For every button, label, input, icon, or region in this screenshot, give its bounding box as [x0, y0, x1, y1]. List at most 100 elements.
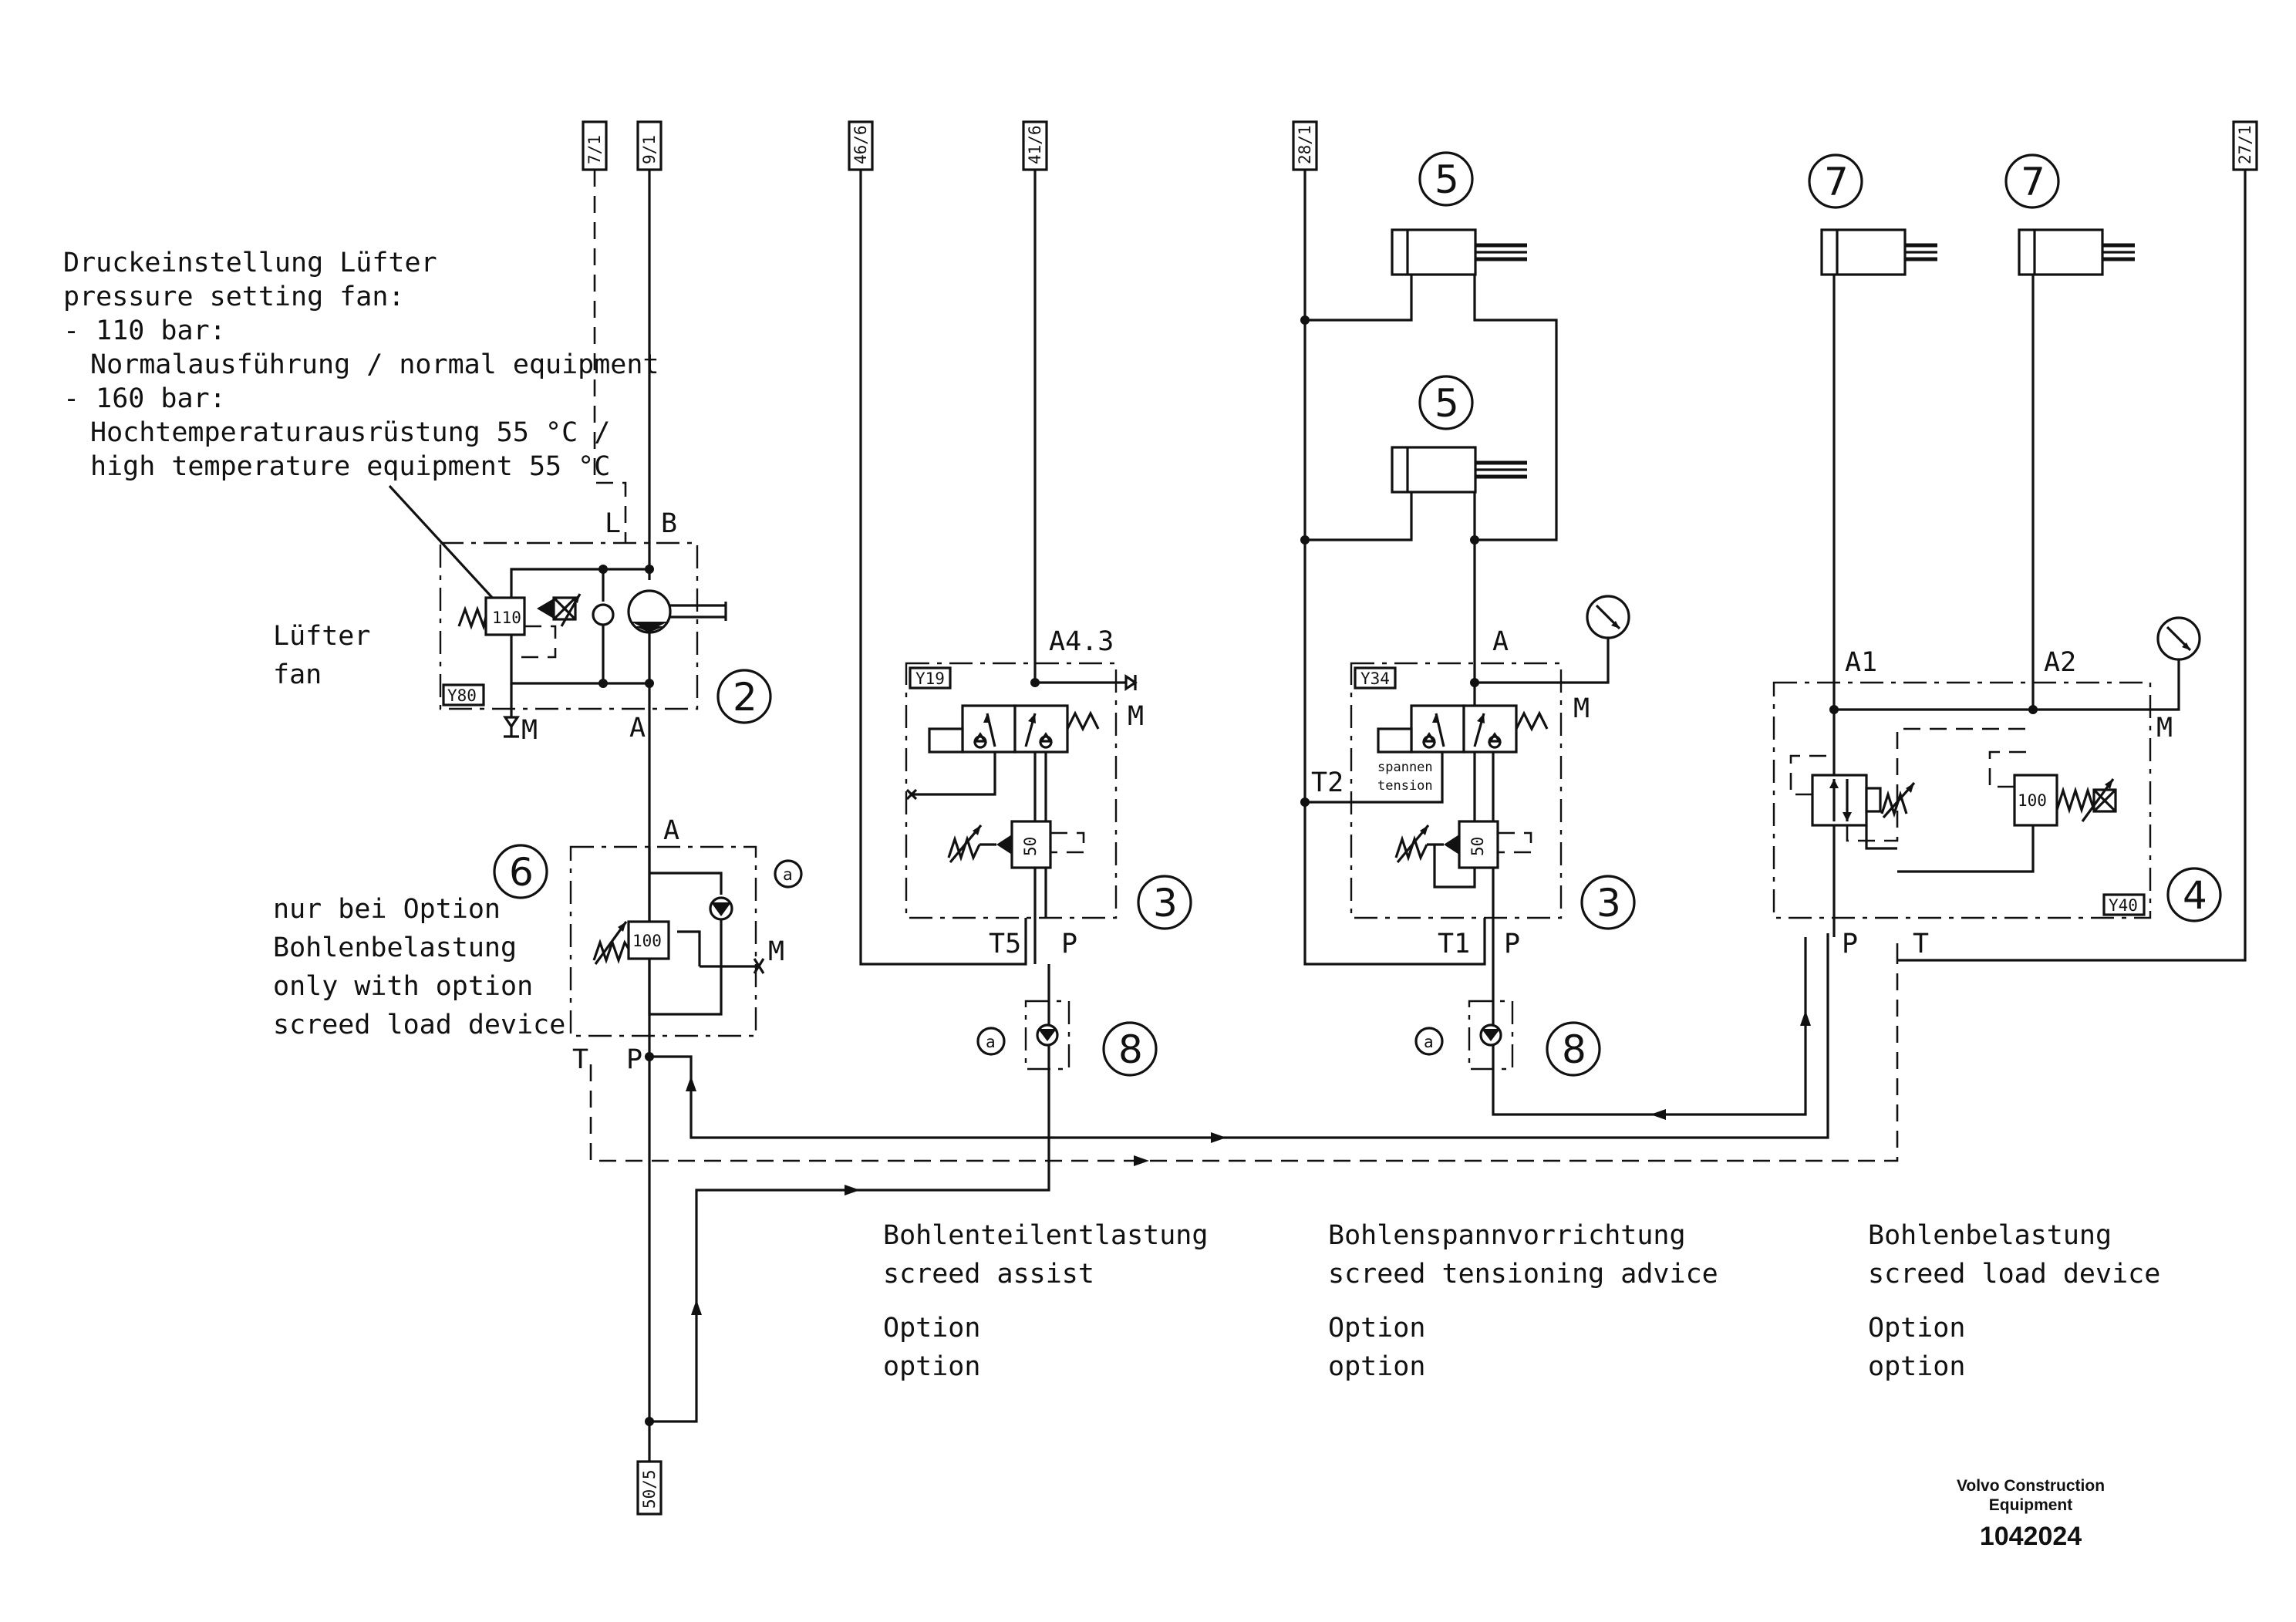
check-valve-8-tension: a 8	[1414, 1000, 1601, 1077]
svg-text:Druckeinstellung Lüfter: Druckeinstellung Lüfter	[63, 248, 437, 278]
svg-text:Bohlenspannvorrichtung: Bohlenspannvorrichtung	[1328, 1220, 1686, 1251]
svg-text:M: M	[768, 936, 784, 967]
line-ref-27-1: 27/1	[2232, 120, 2258, 171]
svg-text:27/1: 27/1	[2236, 125, 2254, 164]
svg-text:fan: fan	[273, 659, 322, 690]
svg-text:41/6: 41/6	[1026, 125, 1044, 164]
svg-text:nur bei Option: nur bei Option	[273, 894, 501, 925]
svg-text:A: A	[629, 713, 646, 744]
doc-number: 1042024	[1980, 1522, 2082, 1551]
svg-text:Bohlenbelastung: Bohlenbelastung	[1868, 1220, 2112, 1251]
screed-tension-valve: A M Y34 spannen tension T2 50	[1305, 595, 1630, 1080]
svg-text:screed load device: screed load device	[273, 1010, 565, 1040]
line-ref-9-1: 9/1	[636, 120, 663, 171]
pressure-setting-note: Druckeinstellung Lüfter pressure setting…	[63, 248, 659, 603]
svg-text:Option: Option	[1328, 1313, 1425, 1344]
svg-text:50/5: 50/5	[640, 1469, 659, 1509]
svg-text:only with option: only with option	[273, 971, 533, 1002]
svg-text:A: A	[1492, 626, 1509, 657]
svg-text:screed load device: screed load device	[1868, 1259, 2160, 1290]
svg-text:a: a	[1424, 1033, 1434, 1051]
component-6: 6	[493, 844, 548, 899]
svg-text:Hochtemperaturausrüstung 55 °C: Hochtemperaturausrüstung 55 °C /	[90, 417, 610, 448]
line-ref-50-5: 50/5	[636, 1460, 663, 1516]
svg-text:B: B	[661, 508, 677, 539]
svg-text:high temperature equipment 55: high temperature equipment 55 °C	[90, 451, 610, 482]
svg-text:- 160 bar:: - 160 bar:	[63, 383, 226, 414]
component-3-assist: 3	[1137, 875, 1192, 930]
svg-text:Normalausführung / normal equi: Normalausführung / normal equipment	[90, 349, 659, 380]
component-7-right: 7	[2004, 153, 2060, 209]
svg-text:M: M	[1128, 701, 1144, 732]
caption-screed-tension: Bohlenspannvorrichtung screed tensioning…	[1328, 1220, 1718, 1382]
svg-text:5: 5	[1435, 157, 1459, 202]
component-4: 4	[2166, 867, 2222, 922]
svg-text:Equipment: Equipment	[1989, 1496, 2073, 1514]
svg-text:T: T	[1913, 929, 1929, 959]
svg-text:A: A	[663, 815, 679, 846]
svg-text:46/6: 46/6	[851, 125, 870, 164]
footer-brand: Volvo Construction Equipment 1042024	[1957, 1477, 2105, 1551]
svg-text:Option: Option	[1868, 1313, 1965, 1344]
marker-a: a	[774, 859, 803, 889]
load-cylinders	[1820, 228, 2135, 787]
svg-text:Y34: Y34	[1360, 669, 1390, 688]
svg-text:T: T	[572, 1044, 588, 1075]
svg-text:50: 50	[1021, 837, 1040, 856]
svg-text:Y19: Y19	[915, 669, 945, 688]
svg-text:L: L	[605, 508, 621, 539]
check-valve-8-assist: a 8	[976, 964, 1158, 1080]
screed-load-valve: A1 A2 M 100 Y40 P	[1772, 616, 2201, 959]
svg-text:spannen: spannen	[1377, 760, 1433, 775]
screed-assist-valve: A4.3 M Y19 50	[859, 170, 1144, 966]
svg-text:T5: T5	[989, 929, 1021, 959]
tension-cylinders	[1300, 170, 1558, 966]
svg-text:P: P	[1842, 929, 1858, 959]
svg-text:Lüfter: Lüfter	[273, 621, 370, 652]
svg-text:M: M	[1573, 693, 1590, 724]
svg-text:Bohlenteilentlastung: Bohlenteilentlastung	[883, 1220, 1208, 1251]
component-7-left: 7	[1808, 153, 1863, 209]
svg-text:A2: A2	[2044, 647, 2076, 678]
svg-text:M: M	[2156, 713, 2173, 744]
svg-text:100: 100	[2018, 791, 2047, 810]
screed-load-option-valve: A 100 M T P a	[569, 815, 803, 1075]
svg-text:T1: T1	[1438, 929, 1470, 959]
svg-text:M: M	[521, 715, 538, 746]
fan-motor-block: L B 110	[439, 170, 727, 746]
line-ref-7-1: 7/1	[582, 120, 608, 171]
svg-text:110: 110	[492, 609, 521, 627]
line-ref-28-1: 28/1	[1292, 120, 1318, 171]
svg-text:screed assist: screed assist	[883, 1259, 1094, 1290]
component-3-tension: 3	[1580, 875, 1636, 930]
distribution-lines	[589, 170, 2247, 1426]
svg-text:4: 4	[2183, 873, 2207, 918]
svg-text:6: 6	[509, 850, 534, 895]
svg-text:option: option	[1868, 1351, 1965, 1382]
svg-text:a: a	[783, 865, 793, 884]
svg-text:100: 100	[632, 932, 662, 950]
svg-text:50: 50	[1468, 837, 1487, 856]
svg-text:a: a	[986, 1033, 996, 1051]
svg-text:option: option	[1328, 1351, 1425, 1382]
svg-text:7: 7	[2021, 160, 2045, 204]
svg-text:7: 7	[1824, 160, 1849, 204]
svg-text:3: 3	[1153, 881, 1178, 926]
svg-text:option: option	[883, 1351, 980, 1382]
component-5-upper: 5	[1418, 151, 1474, 207]
svg-text:P: P	[1504, 929, 1520, 959]
svg-text:Volvo Construction: Volvo Construction	[1957, 1477, 2105, 1495]
line-ref-41-6: 41/6	[1022, 120, 1048, 171]
svg-text:8: 8	[1118, 1027, 1143, 1072]
component-5-lower: 5	[1418, 375, 1474, 430]
svg-text:Bohlenbelastung: Bohlenbelastung	[273, 932, 517, 963]
svg-text:9/1: 9/1	[640, 135, 659, 164]
caption-screed-load: Bohlenbelastung screed load device Optio…	[1868, 1220, 2160, 1382]
svg-text:Y80: Y80	[447, 686, 477, 705]
svg-text:A1: A1	[1845, 647, 1877, 678]
svg-text:Y40: Y40	[2109, 896, 2138, 915]
svg-text:8: 8	[1562, 1027, 1586, 1072]
svg-text:3: 3	[1596, 881, 1621, 926]
line-ref-46-6: 46/6	[848, 120, 874, 171]
